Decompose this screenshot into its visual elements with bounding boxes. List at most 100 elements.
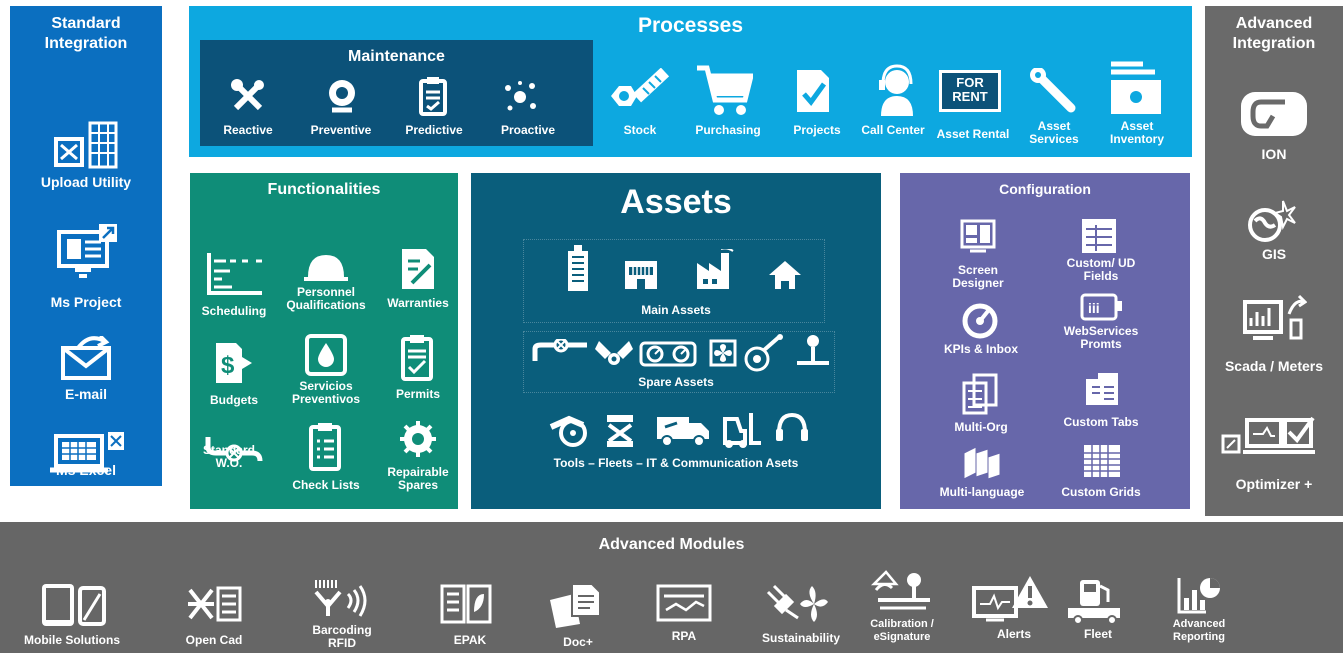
epak-label: EPAK — [453, 633, 487, 647]
calibration-icon — [870, 570, 930, 610]
rotor-icon — [744, 334, 783, 372]
pipe-valve-icon — [532, 339, 587, 361]
webservice-icon: iii — [1080, 293, 1122, 321]
budgets-label: Budgets — [210, 393, 258, 407]
calibration-esignature-label: Calibration / eSignature — [870, 618, 934, 643]
house-icon — [769, 261, 801, 289]
multi-org-label: Multi-Org — [954, 420, 1008, 434]
saw-icon — [549, 415, 587, 447]
scada-meter-icon — [1243, 294, 1307, 340]
grid-icon — [1084, 445, 1120, 477]
standard-integration-title: Standard Integration — [44, 15, 128, 52]
factory-icon — [697, 249, 734, 289]
gauges-icon — [639, 341, 697, 367]
webcam-icon — [329, 80, 355, 113]
budget-icon: $ — [216, 343, 252, 383]
document-pen-icon — [402, 249, 434, 289]
advanced-integration-title: Advanced Integration — [1232, 15, 1316, 52]
configuration-panel: Configuration Screen Designer Custom/ UD… — [900, 173, 1190, 509]
lift-icon — [607, 415, 633, 447]
checklist-clipboard-icon — [309, 423, 341, 471]
custom-grids-label: Custom Grids — [1061, 485, 1141, 499]
excel-laptop-icon — [50, 432, 124, 473]
predictive-label: Predictive — [405, 123, 463, 137]
permit-icon — [401, 335, 433, 381]
wrench-icon — [1030, 68, 1076, 113]
headset-icon — [776, 412, 808, 441]
screen-designer-icon — [960, 219, 996, 253]
plug-leaf-icon — [766, 584, 828, 622]
webservices-promts-label: WebServices Promts — [1063, 324, 1139, 351]
for-rent-sign-icon: FOR RENT — [939, 70, 1001, 112]
standard-integration-panel: Standard Integration Upload Utility Ms P… — [10, 6, 162, 486]
fan-icon — [709, 339, 737, 367]
projects-label: Projects — [793, 123, 841, 137]
tools-fleets-label: Tools – Fleets – IT & Communication Aset… — [553, 456, 799, 470]
email-icon — [61, 336, 111, 380]
svg-text:iii: iii — [1088, 300, 1100, 316]
open-cad-label: Open Cad — [185, 633, 243, 647]
nut-bolt-icon — [611, 68, 670, 106]
kpis-inbox-label: KPIs & Inbox — [943, 342, 1018, 356]
optimizer-label: Optimizer + — [1235, 476, 1313, 492]
advanced-modules-panel: Advanced Modules Mobile Solutions Open C… — [0, 522, 1343, 653]
purchasing-label: Purchasing — [695, 123, 761, 137]
ms-excel-label-visible: Ms Excel — [56, 462, 116, 478]
pistons-icon — [595, 341, 633, 365]
drop-icon — [305, 334, 347, 376]
gis-label: GIS — [1261, 246, 1287, 262]
maintenance-panel: Maintenance Reactive Preventive Predicti… — [200, 40, 593, 146]
email-label: E-mail — [64, 386, 107, 402]
processes-panel: Processes Maintenance Reactive Preventiv… — [189, 6, 1192, 157]
multi-org-icon — [962, 373, 998, 415]
store-icon — [625, 261, 657, 289]
scheduling-label: Scheduling — [201, 304, 267, 318]
alerts-label: Alerts — [996, 627, 1031, 641]
functionalities-panel: Functionalities Scheduling Personnel Qua… — [190, 173, 458, 509]
screen-designer-label: Screen Designer — [952, 263, 1004, 290]
hardhat-icon — [304, 255, 348, 281]
excel-building-icon — [54, 121, 118, 169]
reactive-label: Reactive — [223, 123, 273, 137]
fleet-label: Fleet — [1083, 627, 1112, 641]
personnel-qualifications-label: Personnel Qualifications — [286, 285, 366, 312]
advanced-integration-panel: Advanced Integration ION GIS Scada / Met… — [1205, 6, 1343, 516]
configuration-title: Configuration — [999, 181, 1091, 197]
wrench-screwdriver-icon — [231, 79, 264, 111]
main-assets-label: Main Assets — [641, 303, 711, 317]
preventive-label: Preventive — [310, 123, 372, 137]
cad-icon — [188, 586, 242, 622]
svg-text:$: $ — [221, 352, 235, 379]
standard-wo-label: Standard W.O. — [202, 443, 255, 470]
barcode-rfid-icon — [314, 580, 367, 617]
gear-part-icon — [400, 421, 436, 457]
mobile-solutions-label: Mobile Solutions — [24, 633, 120, 647]
check-lists-label: Check Lists — [292, 478, 360, 492]
advanced-modules-title: Advanced Modules — [598, 536, 745, 553]
rpa-label: RPA — [671, 629, 697, 643]
multi-language-icon — [963, 446, 1001, 480]
rpa-icon — [656, 584, 712, 622]
fuel-truck-icon — [1068, 580, 1120, 624]
advanced-reporting-label: Advanced Reporting — [1172, 618, 1226, 643]
asset-rental-label: Asset Rental — [936, 127, 1010, 141]
sustainability-label: Sustainability — [761, 631, 841, 645]
multi-language-label: Multi-language — [939, 485, 1025, 499]
custom-fields-label: Custom/ UD Fields — [1066, 256, 1136, 283]
mobile-icon — [42, 584, 106, 626]
alert-icon — [972, 576, 1048, 622]
sparkle-icon — [505, 81, 536, 111]
ion-label: ION — [1261, 146, 1287, 162]
cart-icon — [697, 65, 753, 115]
warranties-label: Warranties — [387, 296, 449, 310]
proactive-label: Proactive — [500, 123, 556, 137]
functionalities-title: Functionalities — [267, 181, 381, 198]
asset-inventory-label: Asset Inventory — [1109, 119, 1164, 146]
custom-tabs-label: Custom Tabs — [1063, 415, 1139, 429]
meter-post-icon — [797, 335, 829, 365]
headset-agent-icon — [879, 64, 913, 116]
asset-services-label: Asset Services — [1029, 119, 1079, 146]
main-assets-group — [523, 239, 825, 323]
upload-utility-label: Upload Utility — [40, 174, 132, 190]
custom-fields-icon — [1082, 219, 1116, 253]
